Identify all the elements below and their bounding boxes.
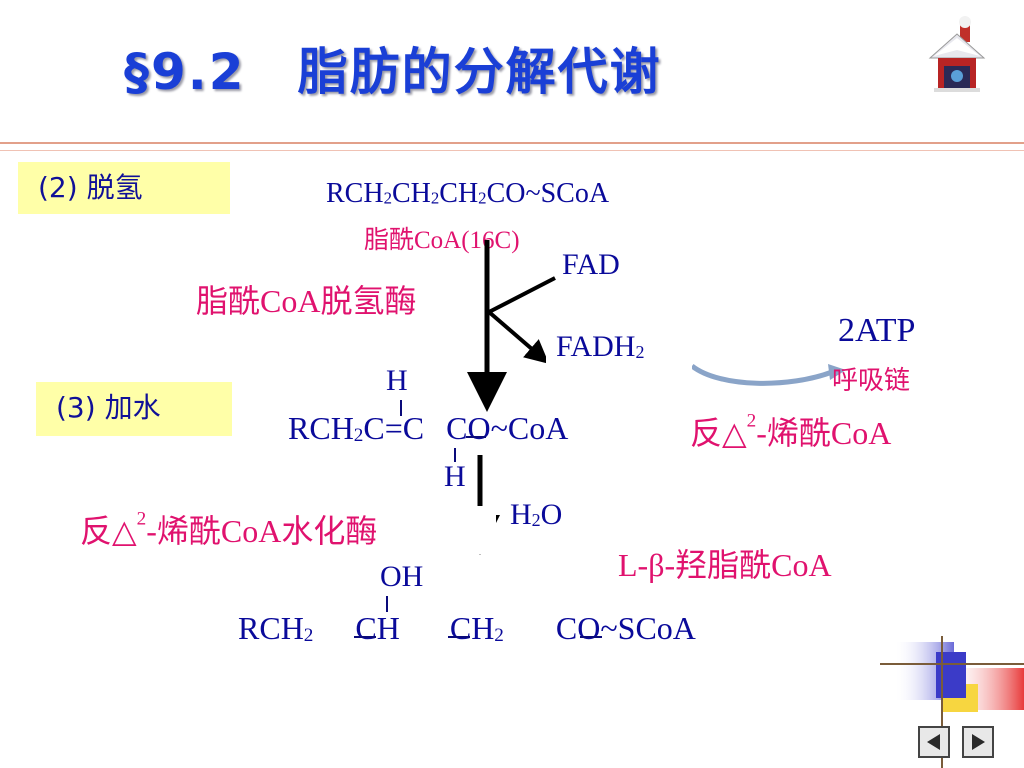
fadh2-label: FADH2 [546, 330, 692, 376]
step-2-label: (2) 脱氢 [18, 162, 230, 214]
h-top-bond [400, 400, 402, 416]
water-label: H2O [500, 498, 646, 546]
fad-label: FAD [556, 248, 644, 298]
fadh2-branch [487, 310, 550, 364]
respiratory-curve [690, 363, 833, 386]
hydroxyacyl-coa-name: L-β-羟脂酰CoA [618, 547, 832, 583]
triangle-right-icon [972, 734, 985, 750]
h-bottom-bond [454, 448, 456, 462]
triangle-left-icon [927, 734, 940, 750]
atp-yield: 2ATP [838, 312, 916, 349]
title-divider-thin [0, 150, 1024, 151]
oh-group: OH [380, 560, 424, 593]
h-bottom: H [444, 460, 466, 493]
prev-slide-button[interactable] [918, 726, 950, 758]
step-3-label: (3) 加水 [36, 382, 232, 436]
title-divider [0, 142, 1024, 144]
enoyl-single-bond [466, 436, 486, 438]
substrate-name: 脂酰CoA(16C) [364, 227, 520, 254]
slide-title: §9.2 脂肪的分解代谢 [124, 43, 662, 101]
enzyme-enoyl-coa-hydratase: 反△2-烯酰CoA水化酶 [44, 506, 496, 554]
home-icon[interactable] [926, 16, 988, 98]
respiratory-chain-label: 呼吸链 [832, 366, 911, 395]
substrate-formula: RCH2CH2CH2CO~SCoA [326, 178, 610, 209]
enoyl-coa-name: 反△2-烯酰CoA [690, 410, 892, 451]
bond-3 [580, 636, 602, 638]
h-top: H [386, 364, 408, 397]
corner-decoration [880, 636, 1024, 768]
enzyme-acyl-coa-dehydrogenase: 脂酰CoA脱氢酶 [188, 272, 425, 326]
oh-bond [386, 596, 388, 612]
bond-1 [354, 636, 376, 638]
fad-branch [488, 276, 556, 314]
next-slide-button[interactable] [962, 726, 994, 758]
bond-2 [448, 636, 470, 638]
